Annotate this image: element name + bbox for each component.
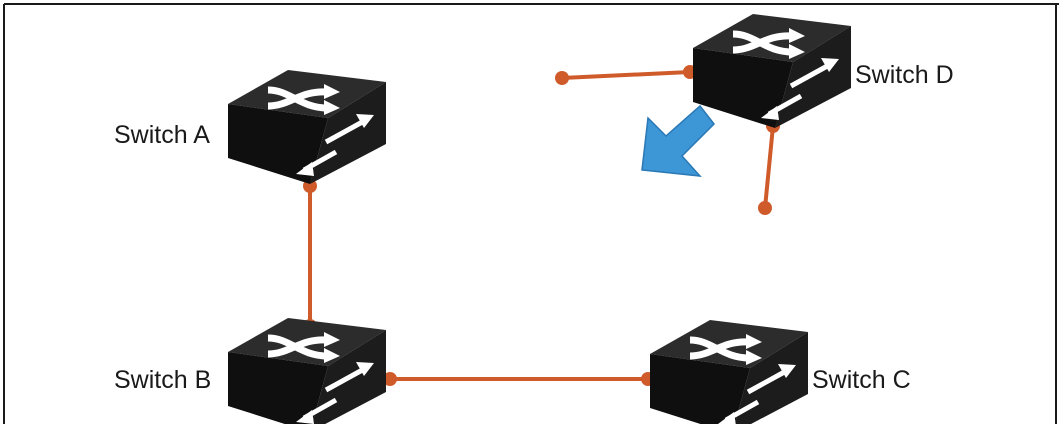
link-d-open-bottom <box>763 125 775 209</box>
link-d-open-left <box>561 70 691 80</box>
switch-b: Switch B <box>114 318 386 424</box>
switch-a: Switch A <box>114 70 386 184</box>
port-b-right <box>383 372 397 386</box>
switch-d-label: Switch D <box>855 61 954 89</box>
open-end-bottom <box>758 201 772 215</box>
switch-icon <box>693 14 851 128</box>
switch-icon <box>228 318 386 424</box>
switch-icon <box>650 320 808 424</box>
switch-d: Switch D <box>693 14 954 128</box>
switch-icon <box>228 70 386 184</box>
move-arrow-icon <box>641 104 715 177</box>
switch-b-label: Switch B <box>114 366 211 394</box>
open-end-left <box>555 71 569 85</box>
switch-a-label: Switch A <box>114 121 210 149</box>
switch-c-label: Switch C <box>812 366 911 394</box>
switch-c: Switch C <box>650 320 911 424</box>
